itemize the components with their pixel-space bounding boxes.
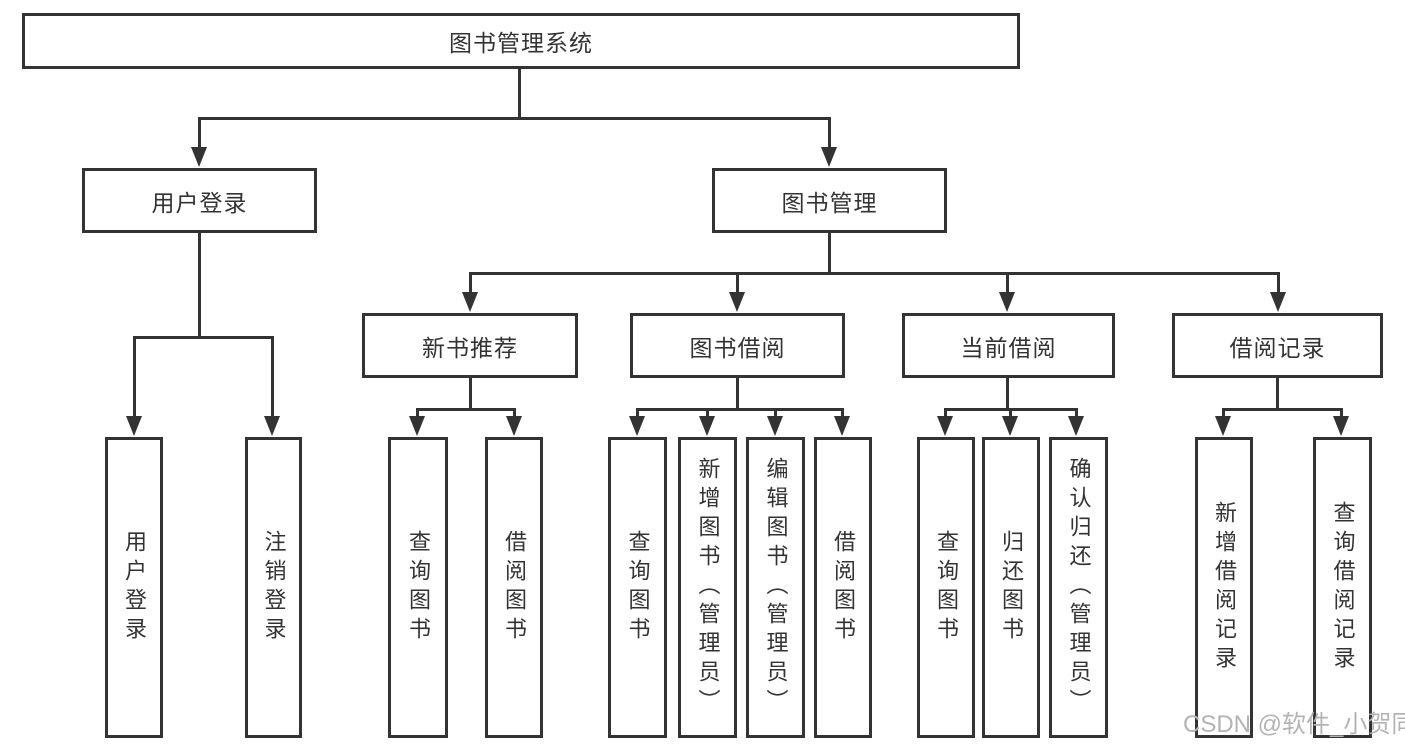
connector-arrow <box>1068 416 1084 436</box>
connector-line <box>774 408 777 417</box>
leaf-user-login: 用户登录 <box>105 437 163 738</box>
leaf-query-books-current: 查询图书 <box>917 437 975 738</box>
connector-line <box>828 233 831 272</box>
node-current-borrow: 当前借阅 <box>902 313 1115 378</box>
connector-line <box>198 117 831 120</box>
connector-line <box>198 117 201 148</box>
leaf-confirm-return-admin: 确认归还（管理员） <box>1049 437 1108 738</box>
leaf-query-borrow-record: 查询借阅记录 <box>1313 437 1372 738</box>
connector-line <box>416 408 419 417</box>
connector-line <box>944 408 947 417</box>
node-user-login: 用户登录 <box>82 168 317 233</box>
connector-arrow <box>126 416 142 436</box>
connector-line <box>518 69 521 117</box>
connector-arrow <box>937 416 953 436</box>
connector-arrow <box>462 292 478 312</box>
connector-arrow <box>1333 416 1349 436</box>
connector-line <box>469 272 472 292</box>
connector-arrow <box>999 292 1015 312</box>
connector-arrow <box>191 147 207 167</box>
connector-line <box>736 378 739 408</box>
connector-line <box>417 408 515 411</box>
connector-line <box>636 408 639 417</box>
connector-arrow <box>1002 416 1018 436</box>
connector-line <box>1222 408 1225 417</box>
connector-line <box>513 408 516 417</box>
connector-arrow <box>1215 416 1231 436</box>
connector-line <box>133 336 274 339</box>
node-book-management: 图书管理 <box>712 168 947 233</box>
connector-line <box>1276 378 1279 408</box>
connector-line <box>469 378 472 408</box>
leaf-add-books-admin: 新增图书（管理员） <box>678 437 737 738</box>
node-book-borrow: 图书借阅 <box>630 313 845 378</box>
connector-arrow <box>821 147 837 167</box>
connector-line <box>736 272 739 292</box>
connector-line <box>1006 272 1009 292</box>
connector-line <box>1075 408 1078 417</box>
connector-arrow <box>699 416 715 436</box>
csdn-watermark: CSDN @软件_小贺同学 <box>1183 711 1405 738</box>
connector-arrow <box>506 416 522 436</box>
leaf-add-borrow-record: 新增借阅记录 <box>1195 437 1253 738</box>
connector-line <box>637 408 843 411</box>
connector-arrow <box>629 416 645 436</box>
leaf-query-books-borrow: 查询图书 <box>608 437 667 738</box>
connector-line <box>198 233 201 336</box>
connector-line <box>271 336 274 416</box>
connector-arrow <box>729 292 745 312</box>
connector-line <box>828 117 831 148</box>
connector-arrow <box>834 416 850 436</box>
connector-arrow <box>409 416 425 436</box>
connector-line <box>706 408 709 417</box>
connector-arrow <box>767 416 783 436</box>
leaf-logout-login: 注销登录 <box>245 437 302 738</box>
connector-line <box>469 272 1280 275</box>
connector-line <box>1223 408 1342 411</box>
connector-arrow <box>264 416 280 436</box>
leaf-edit-books-admin: 编辑图书（管理员） <box>746 437 805 738</box>
leaf-borrow-books-recommend: 借阅图书 <box>485 437 543 738</box>
leaf-return-books: 归还图书 <box>982 437 1040 738</box>
leaf-query-books-recommend: 查询图书 <box>388 437 448 738</box>
root-node-library-system: 图书管理系统 <box>22 13 1020 69</box>
connector-line <box>841 408 844 417</box>
connector-line <box>1006 378 1009 408</box>
connector-arrow <box>1270 292 1286 312</box>
node-borrow-records: 借阅记录 <box>1172 313 1383 378</box>
connector-line <box>1009 408 1012 417</box>
connector-line <box>1340 408 1343 417</box>
connector-line <box>1277 272 1280 292</box>
connector-line <box>133 336 136 416</box>
node-new-book-recommend: 新书推荐 <box>362 313 578 378</box>
leaf-borrow-books-borrow: 借阅图书 <box>814 437 872 738</box>
